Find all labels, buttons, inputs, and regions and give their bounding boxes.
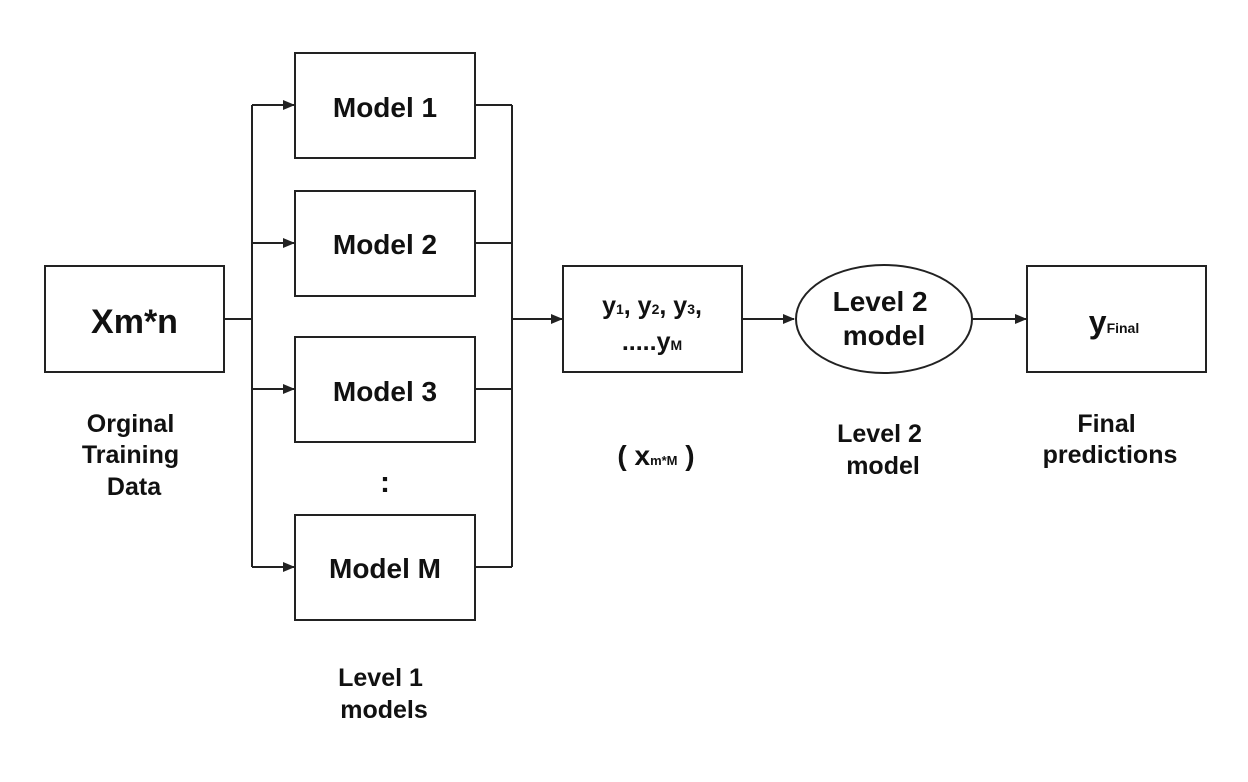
input-caption: Orginal Training Data: [82, 410, 186, 501]
meta-features-line2: .....yM: [622, 328, 682, 356]
model-1-label: Model 1: [333, 92, 437, 123]
meta-features-node: y1, y2, y3, .....yM: [562, 265, 743, 373]
level2-model-node: Level 2 model: [795, 264, 973, 374]
model-2-label: Model 2: [333, 229, 437, 260]
model-m-label: Model M: [329, 553, 441, 584]
model-1-node: Model 1: [294, 52, 476, 159]
level2-model-label: Level 2 model: [833, 286, 936, 351]
model-m-node: Model M: [294, 514, 476, 621]
level1-caption: Level 1 models: [338, 664, 430, 724]
fan-in-connectors: [475, 104, 563, 568]
output-caption: Final predictions: [1043, 410, 1178, 469]
meta-features-line1: y1, y2, y3,: [602, 292, 702, 320]
final-output-node: yFinal: [1026, 265, 1207, 373]
input-data-label: Xm*n: [91, 303, 178, 341]
final-output-label: yFinal: [1089, 304, 1139, 340]
model-3-node: Model 3: [294, 336, 476, 443]
models-ellipsis: :: [380, 466, 390, 499]
meta-features-caption: ( xm*M ): [617, 440, 694, 471]
fan-out-connectors: [224, 100, 295, 572]
level2-caption: Level 2 model: [837, 420, 929, 480]
input-data-node: Xm*n: [44, 265, 225, 373]
model-2-node: Model 2: [294, 190, 476, 297]
model-3-label: Model 3: [333, 376, 437, 407]
